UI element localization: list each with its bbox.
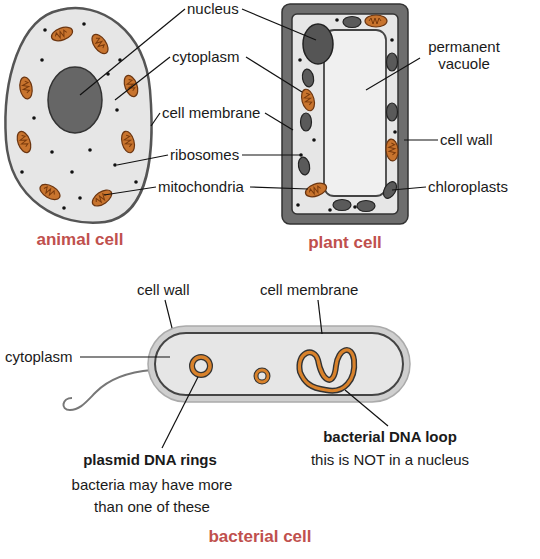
leader-lines [392, 187, 426, 190]
mitochondrion [15, 130, 34, 155]
chloroplast [301, 113, 312, 131]
plasmid-ring [192, 357, 210, 375]
leader-lines [104, 187, 156, 195]
ribosome-dots [32, 116, 36, 120]
ribosome-dots [328, 208, 332, 212]
leader-lines [242, 9, 316, 40]
ribosome-dots [40, 58, 44, 62]
part-label: nucleus [187, 0, 239, 17]
part-label: bacteria may have more than one of these [62, 474, 242, 518]
cell-heading: plant cell [275, 233, 415, 253]
ribosome-dots [62, 206, 66, 210]
cell-wall-shape [148, 326, 410, 402]
part-label: plasmid DNA rings [50, 451, 250, 468]
ribosome-dots [43, 28, 47, 32]
part-label: chloroplasts [428, 178, 508, 195]
ribosome-dots [82, 22, 86, 26]
part-label: mitochondria [158, 178, 244, 195]
ribosome-dots [393, 130, 397, 134]
cell-membrane-outline [155, 333, 403, 395]
bacterial-cell-drawing [63, 326, 410, 410]
part-label: cytoplasm [172, 48, 240, 65]
chloroplast [387, 103, 398, 121]
ribosome-dots [20, 22, 138, 210]
ribosome-dots [88, 148, 92, 152]
leader-lines [117, 155, 168, 165]
dna-loop [299, 350, 354, 391]
chloroplast [301, 68, 315, 88]
leader-lines [404, 139, 438, 140]
mitochondrion [385, 139, 399, 162]
ribosome-dots [390, 38, 394, 42]
nucleus-shape [48, 67, 102, 133]
plant-cell-drawing [282, 4, 408, 224]
part-label: this is NOT in a nucleus [290, 451, 490, 468]
leader-lines [151, 113, 160, 126]
chloroplast [387, 53, 398, 71]
ribosome-dots [296, 203, 300, 207]
ribosome-dots [134, 180, 138, 184]
mitochondrion [365, 15, 387, 27]
leader-lines [250, 187, 308, 189]
leader-lines [265, 113, 293, 130]
cell-heading: animal cell [0, 230, 160, 250]
mitochondrion [122, 74, 141, 99]
leader-lines [366, 58, 420, 90]
ribosome-dots [298, 58, 302, 62]
plasmid-ring [256, 370, 268, 382]
leader-lines [80, 9, 185, 95]
flagellum [63, 370, 152, 410]
ribosome-dots [115, 108, 119, 112]
cell-heading: bacterial cell [60, 527, 460, 547]
dna-loop [299, 350, 354, 391]
leader-lines [345, 390, 388, 426]
part-label: cell wall [440, 131, 493, 148]
mitochondrion [304, 181, 329, 200]
chloroplast [297, 156, 311, 176]
mitochondrion [90, 187, 115, 209]
leader-lines [80, 9, 438, 448]
vacuole-shape [324, 30, 386, 196]
mitochondrion [18, 76, 34, 100]
chloroplast [343, 17, 361, 28]
ribosome-dots [312, 138, 316, 142]
ribosome-dots [78, 196, 82, 200]
chloroplast [333, 200, 351, 211]
part-label: cell membrane [162, 104, 260, 121]
leader-lines [165, 300, 172, 328]
plasmid-ring [192, 357, 210, 375]
cell-membrane-outline [292, 14, 398, 214]
leader-lines [318, 300, 322, 334]
ribosome-dots [70, 170, 74, 174]
leader-lines [80, 356, 170, 357]
part-label: cytoplasm [5, 348, 73, 365]
part-label: permanent vacuole [414, 38, 514, 72]
ribosome-dots [113, 163, 117, 167]
ribosome-dots [353, 205, 357, 209]
mitochondrion [37, 181, 62, 202]
part-label: cell wall [137, 281, 190, 298]
ribosome-dots [50, 150, 54, 154]
mitochondrion [89, 32, 111, 57]
plasmid-ring [256, 370, 268, 382]
ribosome-dots [335, 18, 339, 22]
leader-lines [162, 377, 198, 448]
leader-lines [246, 57, 302, 92]
chloroplast [357, 201, 375, 212]
mitochondrion [119, 130, 136, 154]
nucleus-shape [303, 24, 333, 64]
leader-lines [115, 57, 170, 100]
ribosome-dots [20, 170, 24, 174]
cell-wall-shape [282, 4, 408, 224]
part-label: bacterial DNA loop [290, 428, 490, 445]
leader-lines [242, 154, 300, 155]
mitochondrion [50, 25, 75, 44]
cell-group: animal cell [0, 0, 160, 258]
cell-group: plant cell [275, 0, 415, 258]
part-label: cell membrane [260, 281, 358, 298]
part-label: ribosomes [170, 146, 239, 163]
ribosome-dots [296, 18, 397, 212]
